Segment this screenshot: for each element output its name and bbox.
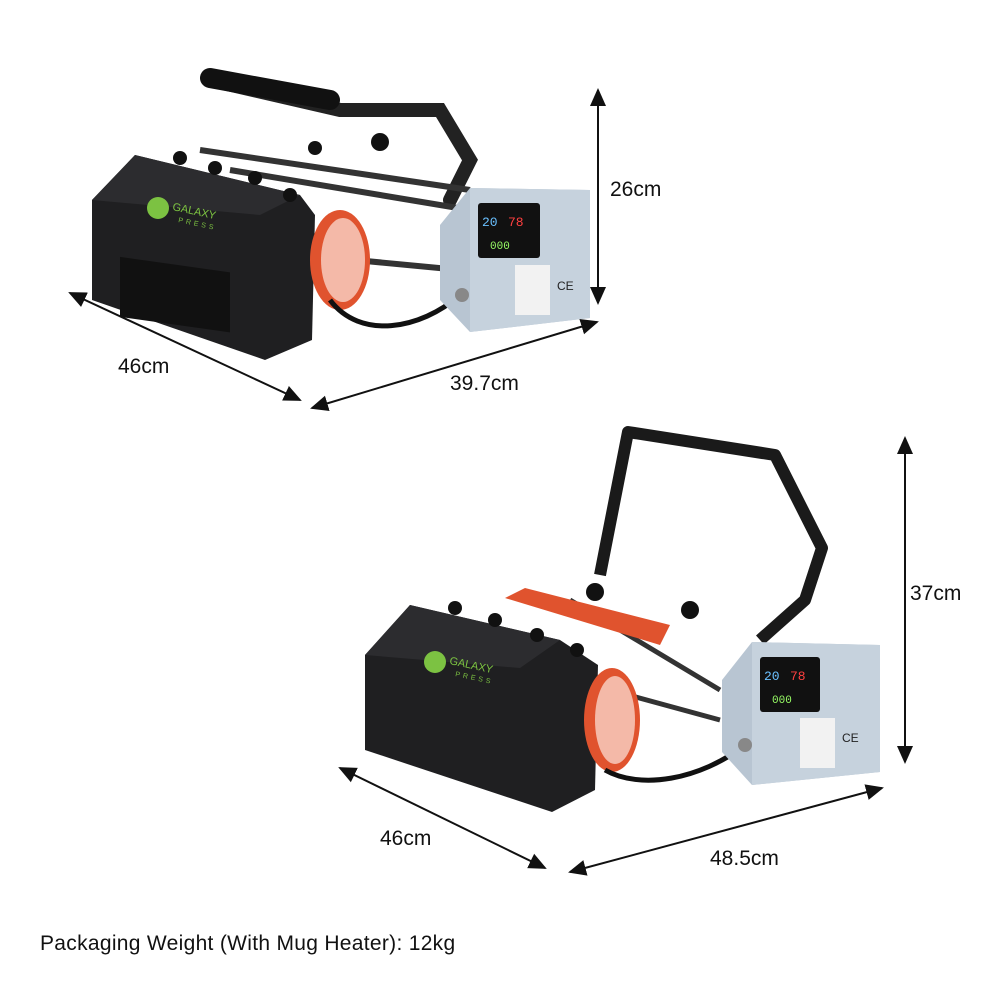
open-width-label: 48.5cm [710, 847, 779, 870]
svg-text:20: 20 [764, 669, 780, 684]
depth-arrow-open [338, 767, 547, 869]
closed-width-label: 39.7cm [450, 372, 519, 395]
closed-height-label: 26cm [610, 178, 662, 201]
svg-text:CE: CE [842, 731, 859, 745]
svg-text:000: 000 [490, 241, 510, 253]
svg-text:000: 000 [772, 695, 792, 707]
galaxy-press-logo-icon [147, 197, 169, 219]
svg-text:78: 78 [508, 215, 524, 230]
mug-press-closed: GALAXY PRESS 20 78 000 CE [92, 68, 590, 360]
depth-arrow-closed [68, 292, 302, 401]
open-depth-label: 46cm [380, 827, 432, 850]
width-arrow-open [568, 784, 884, 876]
svg-text:78: 78 [790, 669, 806, 684]
mug-press-open: GALAXY PRESS 20 78 000 CE [365, 426, 880, 812]
svg-text:CE: CE [557, 279, 574, 293]
temperature-controller: 20 78 000 CE [440, 188, 590, 332]
temperature-controller: 20 78 000 CE [722, 642, 880, 785]
packaging-weight-text: Packaging Weight (With Mug Heater): 12kg [40, 932, 456, 955]
width-arrow-closed [310, 318, 599, 412]
closed-depth-label: 46cm [118, 355, 170, 378]
galaxy-press-logo-icon [424, 651, 446, 673]
open-height-label: 37cm [910, 582, 962, 605]
svg-text:20: 20 [482, 215, 498, 230]
